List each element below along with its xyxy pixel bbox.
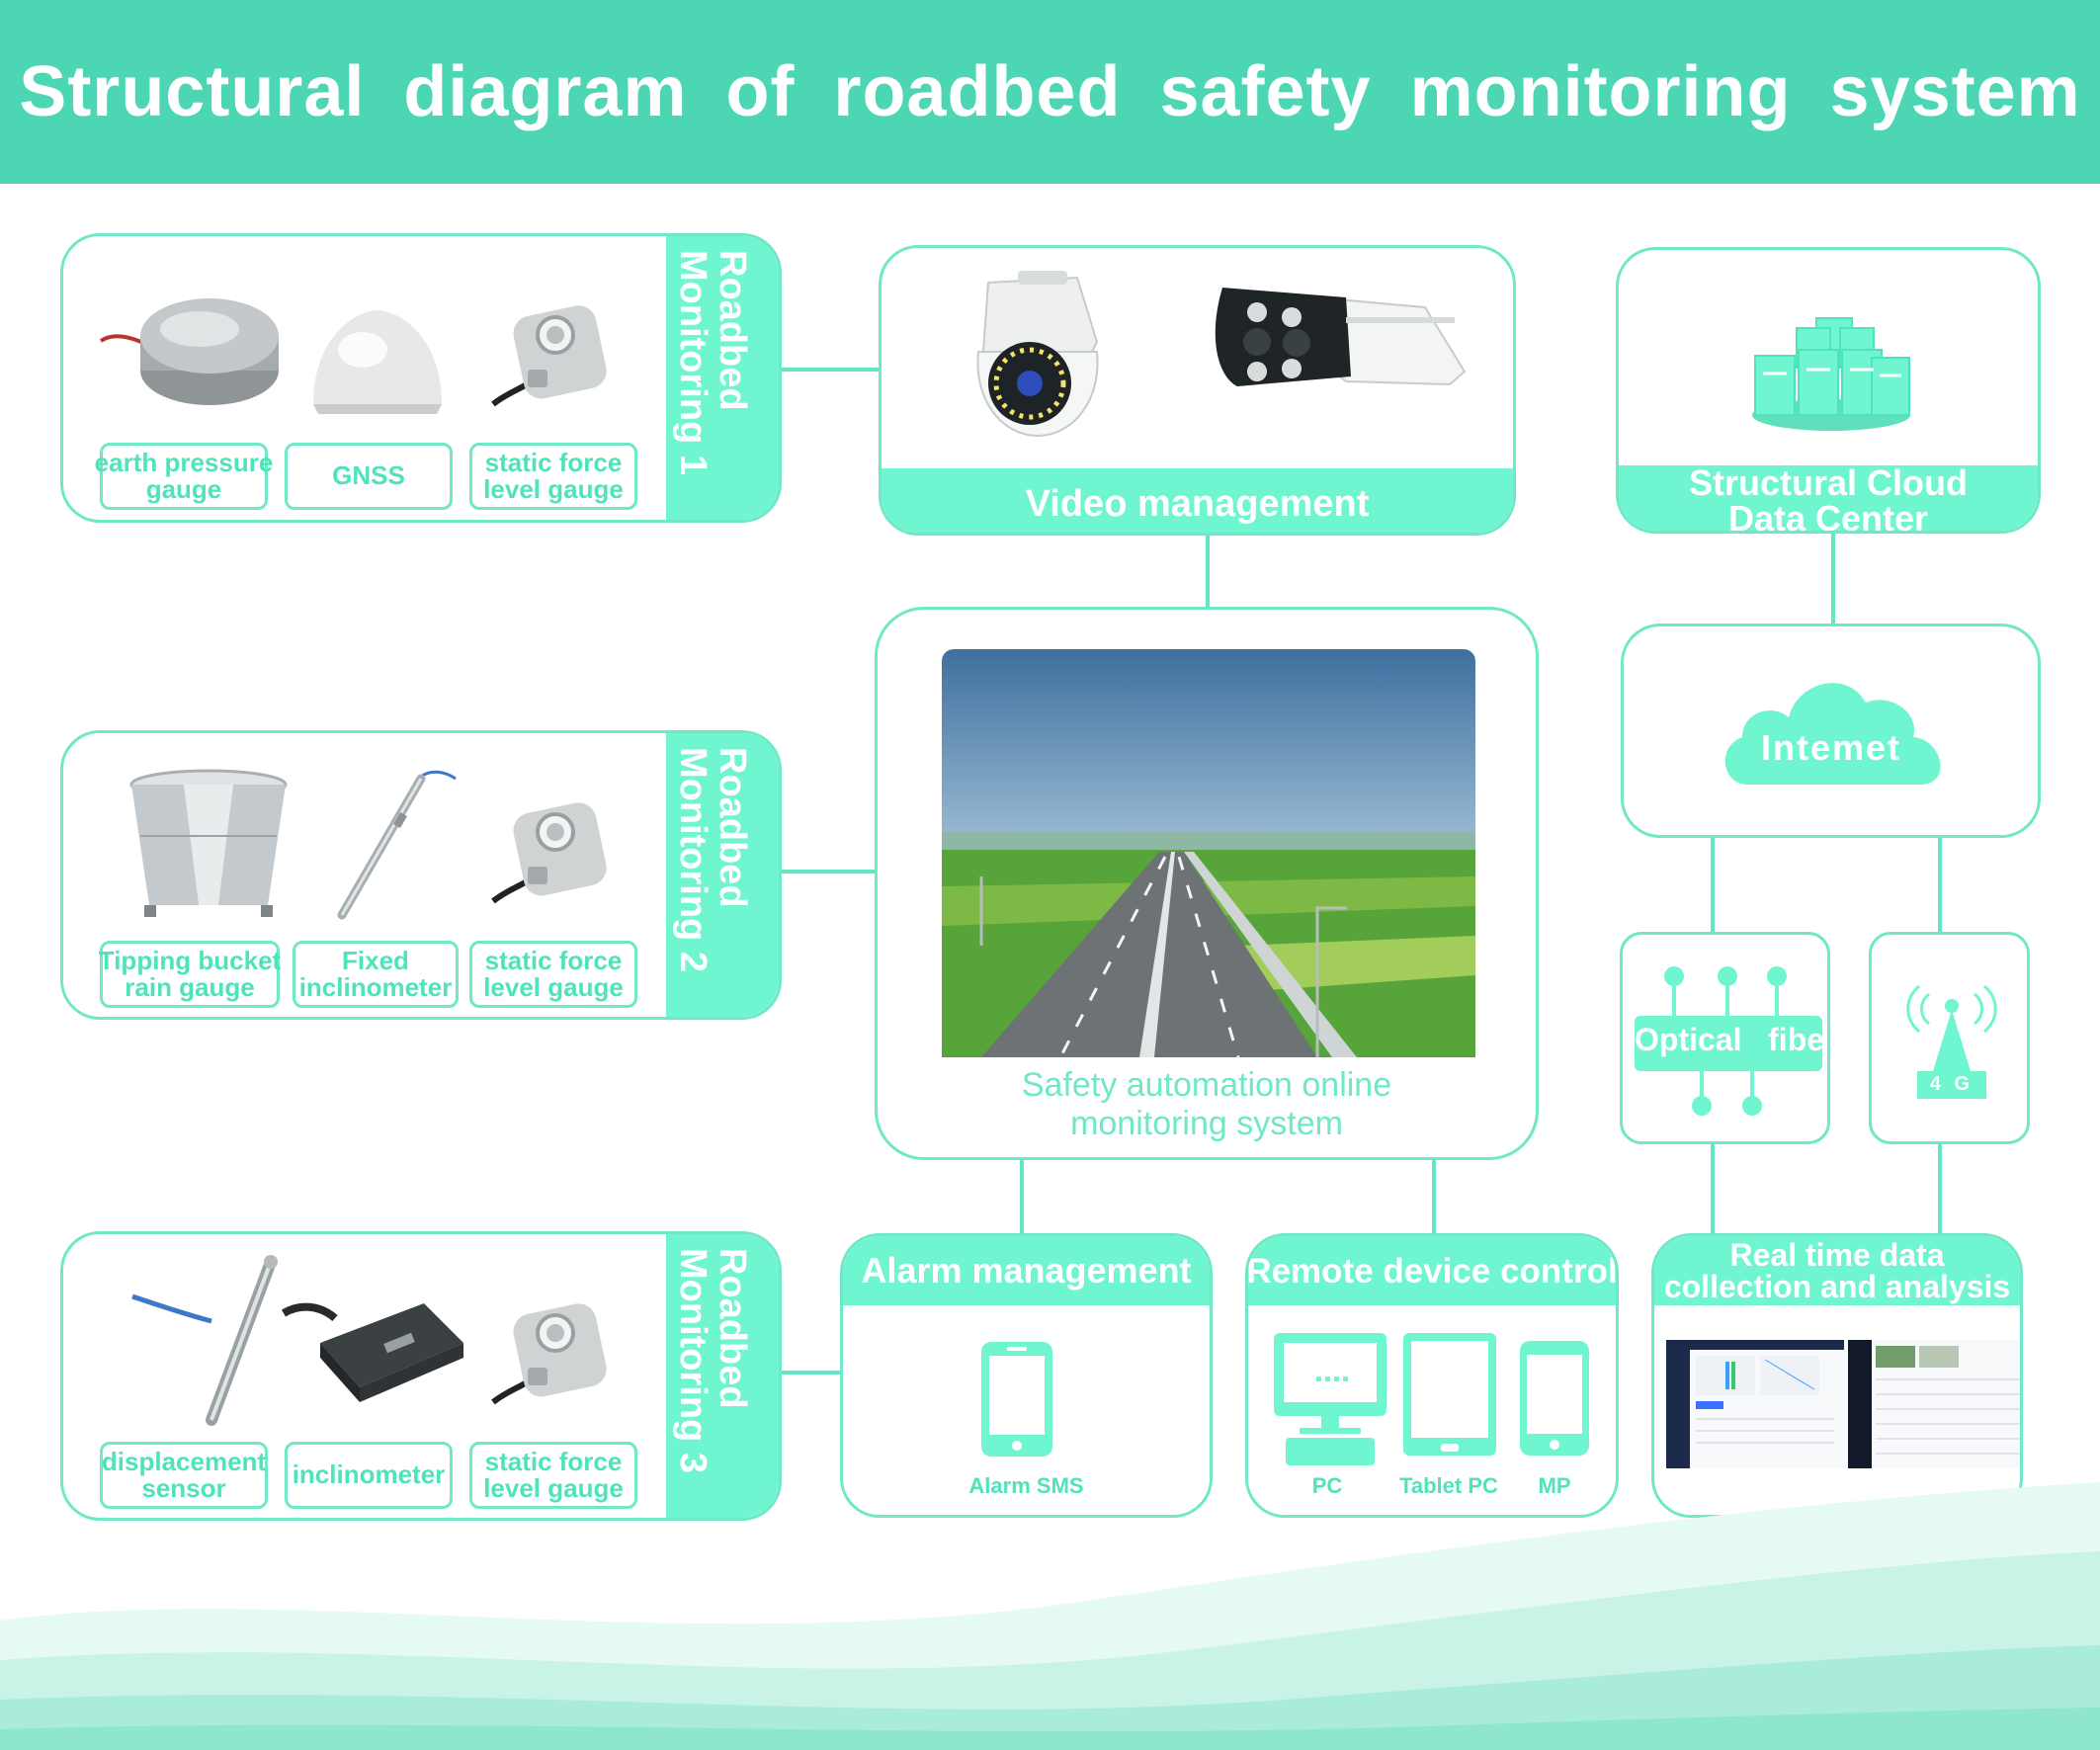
alarm-management-panel: Alarm management Alarm SMS	[840, 1233, 1213, 1518]
mobile-phone-icon	[1520, 1341, 1589, 1456]
displacement-sensor-image	[131, 1255, 278, 1426]
mp-label: MP	[1538, 1473, 1571, 1498]
signal-tower-icon	[1906, 984, 1997, 1099]
cloud-icon	[1724, 683, 1941, 785]
connector-line	[780, 368, 881, 372]
connector-line	[1938, 836, 1942, 933]
tablet-icon	[1403, 1333, 1496, 1456]
roadbed-heading-strip: Roadbed Monitoring 3	[666, 1234, 779, 1518]
ptz-dome-camera-image	[976, 271, 1099, 438]
connector-line	[1938, 1143, 1942, 1234]
roadbed-heading: Roadbed Monitoring 3	[672, 1248, 753, 1473]
realtime-data-label: Real time data collection and analysis	[1654, 1236, 2020, 1305]
server-cluster-icon	[1752, 317, 1910, 431]
bullet-camera-image	[1215, 288, 1467, 386]
smartphone-icon	[981, 1342, 1052, 1457]
connector-line	[1432, 1159, 1436, 1235]
roadbed-heading-strip: Roadbed Monitoring 1	[666, 236, 779, 520]
cloud-data-center-panel: Structural Cloud Data Center	[1616, 247, 2041, 534]
online-monitoring-system-panel: Safety automation online monitoring syst…	[875, 607, 1539, 1160]
roadbed-monitoring-2-panel: Roadbed Monitoring 2 Tipping bucket rain…	[60, 730, 782, 1020]
highway-photo	[942, 649, 1475, 1058]
static-force-level-gauge-image	[491, 305, 607, 407]
sensor-label: static force level gauge	[469, 1442, 637, 1509]
alarm-management-label: Alarm management	[843, 1236, 1210, 1305]
roadbed-monitoring-3-panel: Roadbed Monitoring 3 displacement sensor…	[60, 1231, 782, 1521]
cellular-label: 4 G	[1929, 1073, 1974, 1095]
fixed-inclinometer-image	[337, 770, 457, 920]
optical-fiber-panel: Optical fiber	[1620, 932, 1830, 1144]
video-management-panel: Video management	[879, 245, 1516, 536]
fiber-network-icon	[1635, 966, 1822, 1116]
page-title: Structural diagram of roadbed safety mon…	[19, 52, 2081, 131]
sensor-label: static force level gauge	[469, 941, 637, 1008]
header-banner: Structural diagram of roadbed safety mon…	[0, 0, 2100, 184]
cellular-4g-panel: 4 G	[1869, 932, 2030, 1144]
sensor-label: earth pressure gauge	[95, 443, 273, 510]
sensor-label: GNSS	[285, 443, 453, 510]
gnss-antenna-image	[313, 310, 442, 414]
sensor-label: displacement sensor	[100, 1442, 268, 1509]
connector-line	[1831, 532, 1835, 625]
connector-line	[1020, 1159, 1024, 1235]
connector-line	[1206, 534, 1210, 611]
remote-device-control-panel: Remote device control PC Tablet PC MP	[1245, 1233, 1619, 1518]
earth-pressure-gauge-image	[99, 298, 279, 405]
roadbed-heading: Roadbed Monitoring 2	[672, 747, 753, 972]
optical-fiber-label: Optical fiber	[1635, 1022, 1830, 1057]
static-force-level-gauge-image	[491, 802, 607, 904]
sensor-label: Tipping bucket rain gauge	[99, 941, 281, 1008]
sensor-label: static force level gauge	[469, 443, 637, 510]
remote-device-control-label: Remote device control	[1248, 1236, 1616, 1305]
pc-icon	[1274, 1333, 1386, 1465]
alarm-sms-label: Alarm SMS	[968, 1473, 1084, 1498]
decorative-wave-background	[0, 1482, 2100, 1750]
connector-line	[1711, 836, 1715, 933]
roadbed-heading-strip: Roadbed Monitoring 2	[666, 733, 779, 1017]
dashboard-screenshot	[1666, 1340, 2020, 1468]
tablet-pc-label: Tablet PC	[1399, 1473, 1498, 1498]
cloud-data-center-label: Structural Cloud Data Center	[1619, 465, 2038, 531]
sensor-label: Fixed inclinometer	[293, 941, 459, 1008]
connector-line	[780, 870, 879, 874]
roadbed-heading: Roadbed Monitoring 1	[672, 250, 753, 475]
roadbed-monitoring-1-panel: Roadbed Monitoring 1 earth pressure gaug…	[60, 233, 782, 523]
sensor-label: inclinometer	[285, 1442, 453, 1509]
internet-panel: Intemet	[1621, 624, 2041, 838]
pc-label: PC	[1311, 1473, 1343, 1498]
connector-line	[780, 1371, 843, 1375]
realtime-data-panel: Real time data collection and analysis	[1651, 1233, 2023, 1518]
static-force-level-gauge-image	[491, 1303, 607, 1405]
tipping-bucket-rain-gauge-image	[129, 769, 288, 917]
online-monitoring-system-caption: Safety automation online monitoring syst…	[1021, 1066, 1392, 1143]
internet-label: Intemet	[1760, 727, 1902, 768]
connector-line	[1711, 1143, 1715, 1234]
video-management-label: Video management	[882, 468, 1513, 533]
inclinometer-image	[281, 1302, 463, 1402]
